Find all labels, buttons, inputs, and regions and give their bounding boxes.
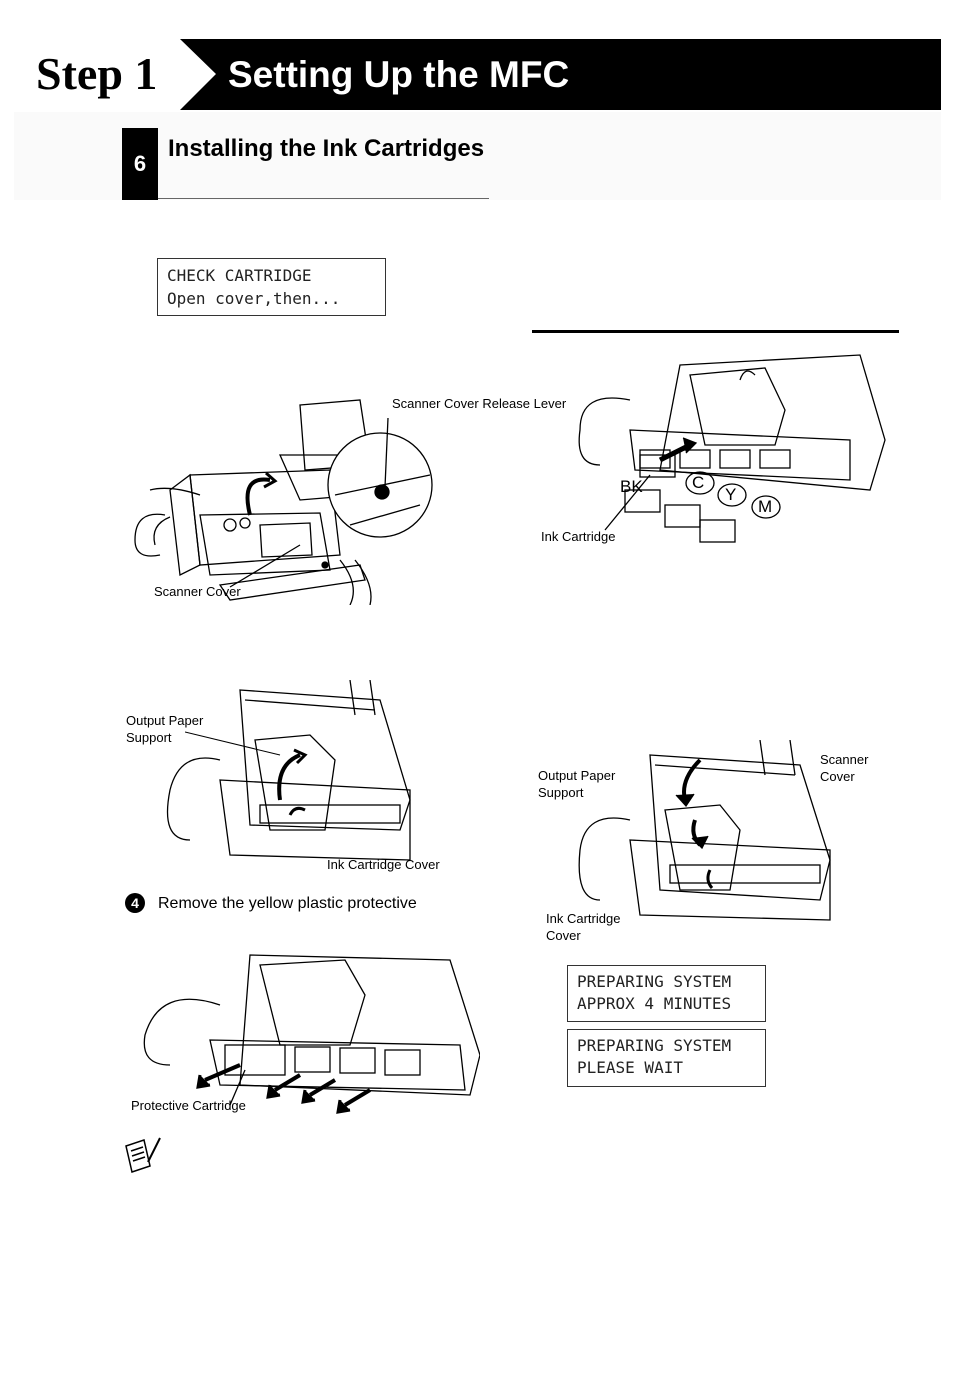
note-icon — [125, 1137, 161, 1173]
header-banner — [180, 39, 941, 110]
label-y: Y — [725, 485, 737, 504]
lcd-line-2: Open cover,then... — [167, 289, 341, 308]
install-cartridge-illustration — [578, 354, 886, 543]
label-m: M — [758, 497, 773, 516]
lcd-display-check: CHECK CARTRIDGE Open cover,then... — [157, 258, 386, 316]
step-number-icon — [125, 893, 145, 913]
label-scanner-cover-2: Scanner Cover — [820, 752, 869, 784]
label-ink-cartridge-cover-2: Ink Cartridge Cover — [546, 911, 621, 943]
label-output-support: Output Paper Support — [126, 713, 204, 745]
section-number: 6 — [122, 128, 158, 200]
leader-line — [185, 731, 281, 756]
column-rule — [532, 330, 899, 333]
label-ink-cartridge-cover: Ink Cartridge Cover — [327, 857, 440, 872]
lcd-display-preparing-1: PREPARING SYSTEM APPROX 4 MINUTES — [567, 965, 766, 1022]
page-title: Setting Up the MFC — [228, 54, 570, 95]
scanner-cover-illustration — [134, 399, 433, 605]
lcd-line-1: PREPARING SYSTEM — [577, 972, 732, 991]
label-ink-cartridge: Ink Cartridge — [541, 529, 616, 544]
open-cover-illustration — [166, 680, 411, 861]
step-label: Step 1 — [36, 48, 158, 99]
lcd-display-preparing-2: PREPARING SYSTEM PLEASE WAIT — [567, 1029, 766, 1087]
lcd-line-2: APPROX 4 MINUTES — [577, 994, 732, 1013]
close-cover-illustration — [578, 740, 831, 921]
label-c: C — [692, 473, 705, 492]
label-protective-cartridge: Protective Cartridge — [131, 1098, 246, 1113]
section-title: Installing the Ink Cartridges — [168, 135, 485, 162]
protective-cartridge-illustration — [143, 954, 480, 1114]
step-text: Remove the yellow plastic protective — [158, 895, 417, 912]
label-output-support-2: Output Paper Support — [538, 768, 616, 800]
section-band — [14, 112, 941, 200]
label-release-lever: Scanner Cover Release Lever — [392, 396, 567, 411]
lcd-line-1: CHECK CARTRIDGE — [167, 266, 312, 285]
section-rule — [158, 198, 489, 199]
lcd-line-1: PREPARING SYSTEM — [577, 1036, 732, 1055]
label-bk: BK — [620, 477, 643, 496]
label-scanner-cover: Scanner Cover — [154, 584, 241, 599]
step-number: 4 — [131, 895, 139, 911]
lcd-line-2: PLEASE WAIT — [577, 1058, 683, 1077]
